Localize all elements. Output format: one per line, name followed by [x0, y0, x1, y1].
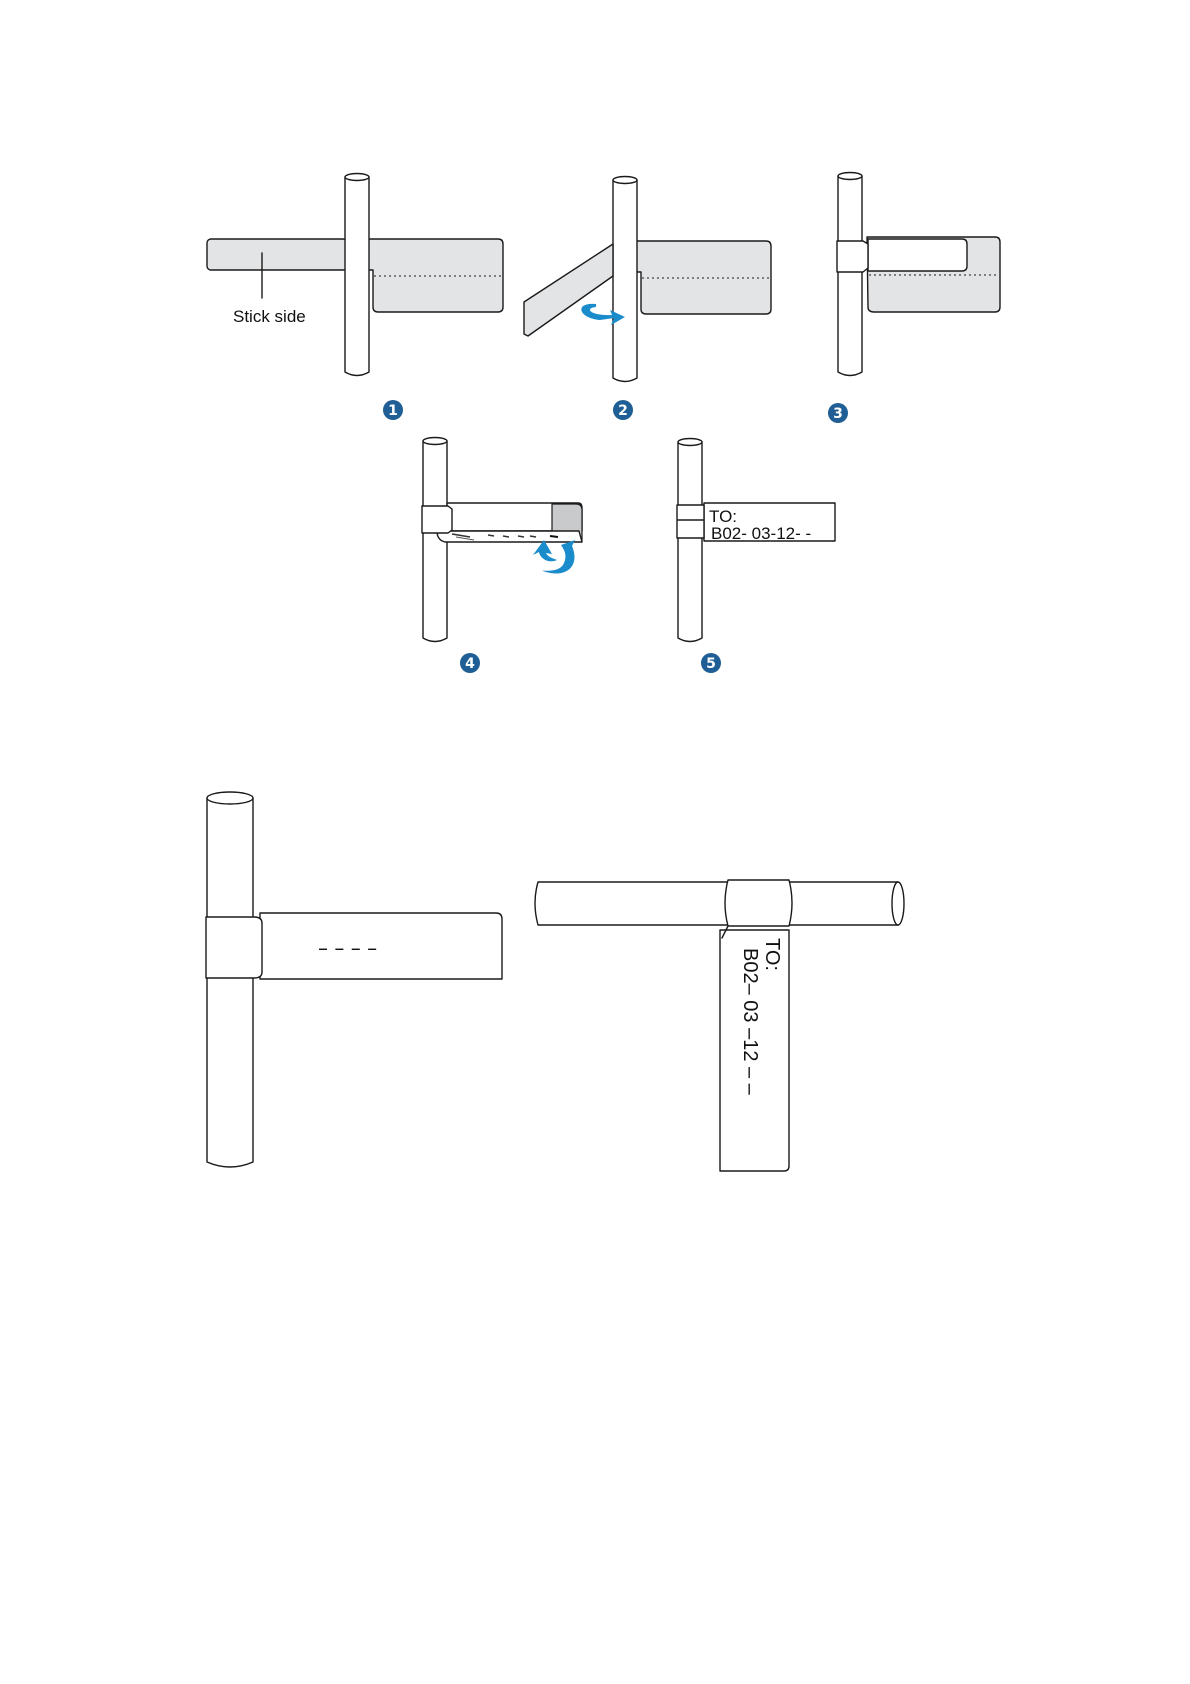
stick-side-label: Stick side — [233, 307, 306, 326]
label-horizontal-text: – – – – — [318, 936, 377, 960]
label-wrap-band — [422, 506, 452, 533]
pole-top — [678, 439, 702, 446]
cable-pole-horizontal — [535, 882, 898, 925]
cable-pole — [613, 180, 637, 382]
pole-top-large — [207, 792, 253, 804]
label-vertical-line2: B02– 03 –12 – – — [739, 948, 761, 1096]
pole-end-horizontal — [892, 882, 904, 925]
horizontal-cable-result: TO: B02– 03 –12 – – — [535, 880, 904, 1171]
step-2-badge: 2 — [613, 400, 633, 420]
step-4-illustration — [422, 438, 582, 642]
cable-pole-large — [207, 798, 253, 1167]
label-left-strip — [207, 239, 347, 270]
label-bottom-strip — [437, 531, 582, 542]
step-1-badge: 1 — [383, 400, 403, 420]
label-white-strip — [868, 239, 967, 271]
pole-top — [838, 173, 862, 180]
step-3-illustration — [837, 173, 1000, 376]
label-wrap-band-horizontal — [725, 880, 792, 926]
label-wrap-band-large — [206, 917, 262, 978]
cable-pole — [678, 442, 702, 642]
step-5-badge: 5 — [701, 653, 721, 673]
cable-pole — [838, 176, 862, 376]
label-small-line2: B02- 03-12- - — [711, 524, 811, 543]
pole-top — [423, 438, 447, 445]
pole-top — [345, 174, 369, 181]
step-1-illustration: Stick side — [207, 174, 503, 376]
step-1-number: 1 — [388, 403, 398, 419]
step-4-badge: 4 — [460, 653, 480, 673]
step-3-number: 3 — [833, 406, 843, 422]
label-wrap-band — [837, 241, 868, 272]
vertical-cable-result: – – – – — [206, 792, 502, 1167]
pole-top — [613, 177, 637, 184]
label-vertical-line1: TO: — [761, 938, 783, 971]
step-3-badge: 3 — [828, 403, 848, 423]
step-5-illustration: TO: B02- 03-12- - — [677, 439, 835, 642]
label-wrap-band — [677, 505, 704, 538]
step-2-number: 2 — [618, 403, 628, 419]
step-5-number: 5 — [706, 656, 716, 672]
label-flap — [524, 244, 613, 336]
cable-pole — [345, 177, 369, 376]
step-2-illustration — [524, 177, 771, 382]
step-4-number: 4 — [465, 656, 475, 672]
label-card-large — [260, 913, 502, 979]
fold-arrow-icon — [533, 540, 575, 573]
